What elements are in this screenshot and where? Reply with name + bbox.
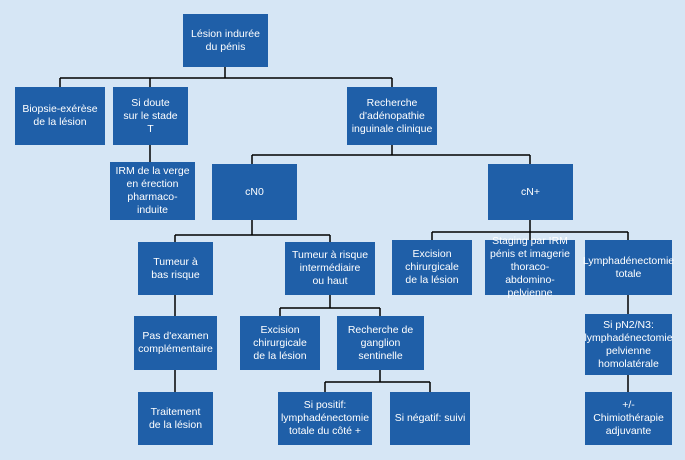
box-staging-irm: Staging par IRM pénis et imagerie thorac… — [485, 235, 575, 299]
box-si-positif: Si positif: lymphadénectomie totale du c… — [278, 392, 372, 445]
box-lesion-induree: Lésion indurée du pénis — [183, 14, 268, 67]
connector-search-cn — [251, 145, 531, 164]
connector-root-children — [59, 67, 393, 87]
box-biopsie-exerese: Biopsie-exérèse de la lésion — [15, 87, 105, 145]
box-ganglion-sentinelle: Recherche de ganglion sentinelle — [337, 316, 424, 370]
box-excision-chirurgicale-cn0: Excision chirurgicale de la lésion — [240, 316, 320, 370]
box-tumeur-risque-intermediaire: Tumeur à risque intermédiaire ou haut — [285, 242, 375, 295]
box-excision-chirurgicale-cnplus: Excision chirurgicale de la lésion — [392, 240, 472, 295]
box-chimiotherapie: +/- Chimiothérapie adjuvante — [585, 392, 672, 445]
box-si-negatif: Si négatif: suivi — [390, 392, 470, 445]
box-irm-verge: IRM de la verge en érection pharmaco-ind… — [110, 162, 195, 220]
connector-inter-children — [279, 295, 381, 316]
box-cn0: cN0 — [212, 164, 297, 220]
box-lymphadenectomie-totale: Lymphadénectomie totale — [583, 240, 674, 295]
box-pas-examen: Pas d'examen complémentaire — [134, 316, 217, 370]
box-si-doute: Si doute sur le stade T — [113, 87, 188, 145]
connector-sentinel-results — [324, 370, 431, 392]
box-tumeur-bas-risque: Tumeur à bas risque — [138, 242, 213, 295]
box-traitement-lesion: Traitement de la lésion — [138, 392, 213, 445]
connector-cnplus-children — [431, 220, 629, 240]
box-cn-plus: cN+ — [488, 164, 573, 220]
connector-cn0-children — [174, 220, 331, 242]
box-pn2-n3: Si pN2/N3: lymphadénectomie pelvienne ho… — [584, 314, 673, 375]
box-recherche-adenopathie: Recherche d'adénopathie inguinale cliniq… — [347, 87, 437, 145]
